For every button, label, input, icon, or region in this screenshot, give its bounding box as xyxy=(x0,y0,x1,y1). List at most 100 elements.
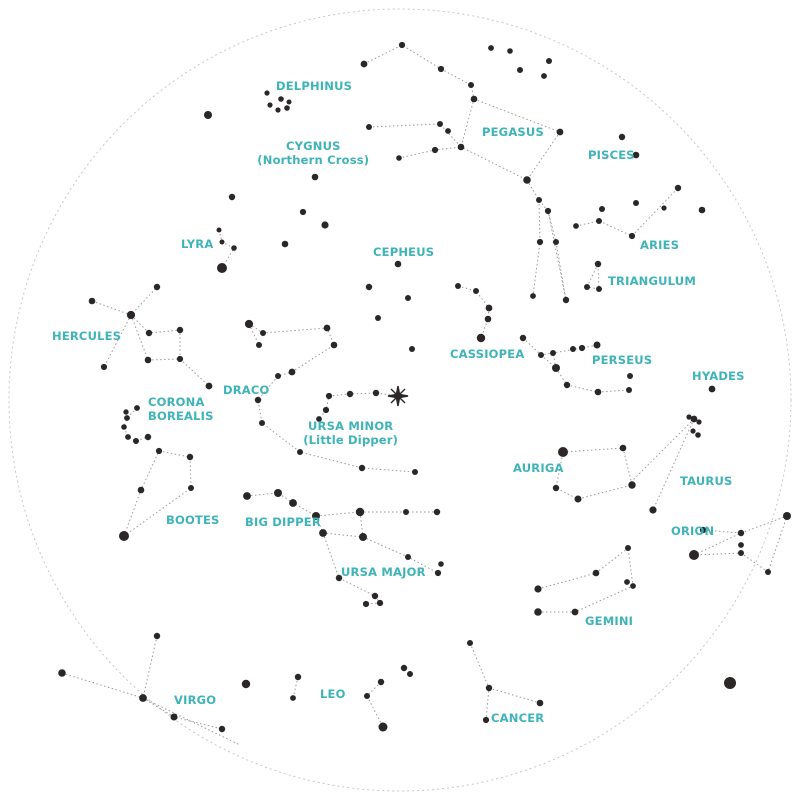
label-ursa-major-line: URSA MAJOR xyxy=(341,565,426,579)
star xyxy=(205,382,213,390)
constellation-line xyxy=(532,199,541,297)
label-hercules: HERCULES xyxy=(52,329,121,343)
star xyxy=(260,330,266,336)
star xyxy=(360,60,368,68)
star xyxy=(217,263,227,273)
star xyxy=(241,679,251,689)
star xyxy=(708,385,716,393)
star xyxy=(544,207,552,215)
constellation-line xyxy=(103,314,132,368)
star xyxy=(186,453,194,461)
star xyxy=(619,444,627,452)
star xyxy=(288,368,296,376)
star xyxy=(346,390,354,398)
constellation-line xyxy=(522,337,598,356)
label-auriga-line: AURIGA xyxy=(513,461,564,475)
star xyxy=(690,415,698,423)
star xyxy=(470,95,478,103)
constellation-line xyxy=(460,98,561,181)
star xyxy=(145,329,153,337)
polaris-star-icon xyxy=(387,385,409,407)
constellation-line xyxy=(488,687,541,704)
star xyxy=(281,240,289,248)
label-cygnus-line: CYGNUS xyxy=(286,139,341,153)
star xyxy=(552,364,560,372)
label-lyra: LYRA xyxy=(181,237,213,251)
label-pegasus-line: PEGASUS xyxy=(482,125,544,139)
star xyxy=(484,315,492,323)
star xyxy=(312,512,320,520)
star xyxy=(256,342,262,348)
star xyxy=(330,341,338,349)
star xyxy=(137,486,145,494)
star xyxy=(599,206,605,212)
star xyxy=(517,67,523,73)
star xyxy=(698,206,706,214)
star xyxy=(267,102,273,108)
label-pisces-line: PISCES xyxy=(588,148,635,162)
label-aries-line: ARIES xyxy=(640,238,679,252)
star xyxy=(139,694,147,702)
star xyxy=(571,608,579,616)
constellation-line xyxy=(366,681,384,728)
star xyxy=(228,193,236,201)
star xyxy=(625,545,631,551)
star xyxy=(204,111,212,119)
star xyxy=(536,699,544,707)
star xyxy=(574,495,582,503)
star xyxy=(405,554,411,560)
star xyxy=(124,415,130,421)
star xyxy=(133,438,139,444)
star xyxy=(155,447,163,455)
star xyxy=(699,526,707,534)
star xyxy=(412,469,418,475)
label-delphinus-line: DELPHINUS xyxy=(276,79,352,93)
star xyxy=(630,583,636,589)
star xyxy=(170,713,178,721)
star xyxy=(323,324,331,332)
star xyxy=(661,205,667,211)
star xyxy=(316,416,322,422)
constellation-line xyxy=(130,314,181,361)
constellation-line xyxy=(526,179,567,301)
star xyxy=(552,484,560,492)
star xyxy=(563,381,571,389)
star xyxy=(364,693,370,699)
label-gemini: GEMINI xyxy=(585,614,633,628)
star xyxy=(534,608,542,616)
star xyxy=(431,146,439,154)
star xyxy=(628,481,636,489)
star xyxy=(596,218,602,224)
star xyxy=(259,420,265,426)
star xyxy=(536,197,542,203)
star xyxy=(437,65,445,73)
star xyxy=(562,296,570,304)
label-cepheus: CEPHEUS xyxy=(373,245,434,259)
star xyxy=(335,574,343,582)
star xyxy=(482,716,490,724)
star xyxy=(243,492,251,500)
label-cygnus-line: (Northern Cross) xyxy=(257,153,369,167)
star xyxy=(144,356,152,364)
star xyxy=(275,107,281,113)
star xyxy=(633,200,639,206)
constellation-line xyxy=(457,285,490,339)
star xyxy=(624,579,630,585)
star xyxy=(355,507,365,517)
star xyxy=(409,346,415,352)
label-perseus-line: PERSEUS xyxy=(592,353,652,367)
star xyxy=(594,388,602,396)
star xyxy=(153,283,161,291)
constellation-line xyxy=(218,229,235,269)
star xyxy=(592,569,600,577)
constellation-line xyxy=(179,358,210,387)
star xyxy=(286,99,292,105)
constellation-line xyxy=(652,418,695,511)
star xyxy=(378,722,388,732)
constellation-labels: DELPHINUS CYGNUS(Northern Cross) PEGASUS PI… xyxy=(52,79,744,725)
star xyxy=(541,73,547,79)
star xyxy=(690,428,696,434)
constellation-line xyxy=(547,210,567,301)
star xyxy=(686,414,692,420)
